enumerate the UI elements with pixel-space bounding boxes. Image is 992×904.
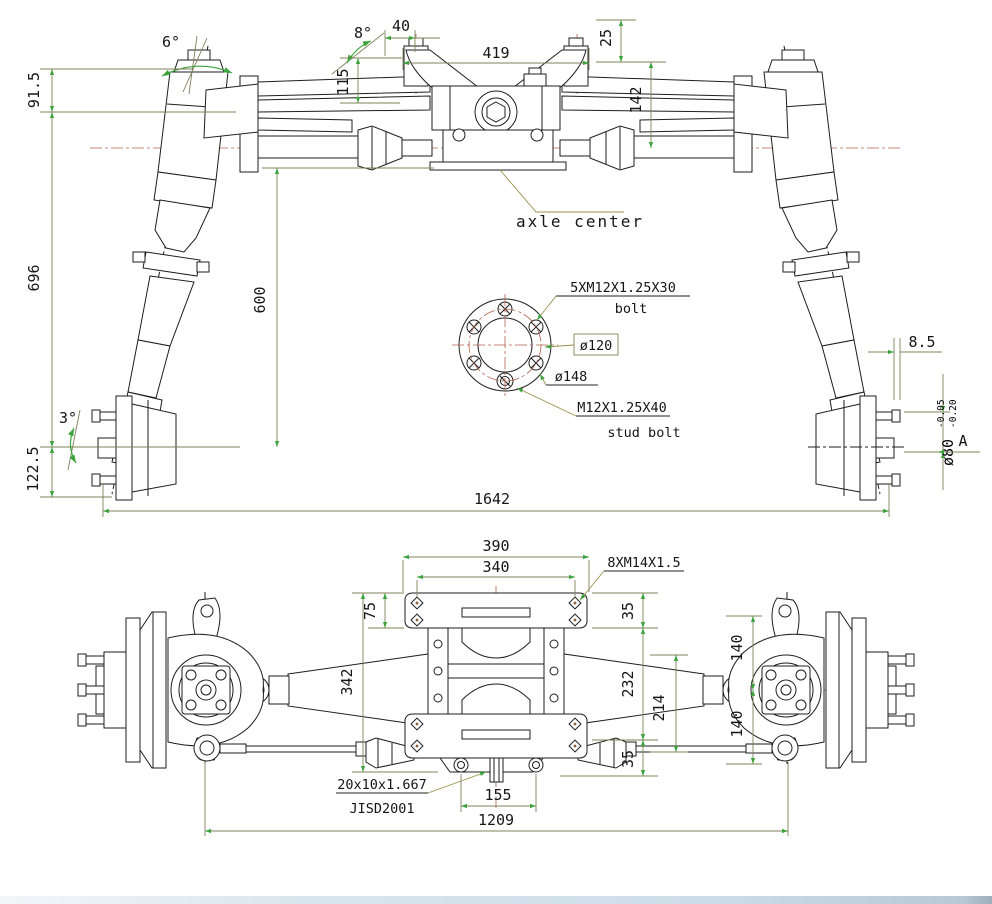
dim-696: 696 [25, 112, 55, 448]
dim-696-label: 696 [25, 264, 43, 291]
left-strut-and-hub-assembly [88, 45, 433, 501]
dim-140-upper: 140 [726, 615, 762, 690]
hub-bolt-spec-label: 5XM12X1.25X30 [570, 280, 676, 296]
section-a-label: A [958, 432, 967, 450]
dim-142: 142 [627, 62, 654, 148]
axle-center-label: axle center [516, 212, 644, 231]
dim-340-label: 340 [482, 558, 509, 576]
right-knuckle-assembly [557, 591, 915, 769]
left-knuckle-assembly [77, 592, 434, 769]
axle-center-assembly [403, 37, 589, 171]
axle-center-callout: axle center [499, 169, 644, 231]
bore-dia-label: ø80 [939, 439, 957, 466]
dim-115: 115 [334, 57, 402, 104]
hub-bolt-circle-detail: 5XM12X1.25X30 bolt ø120 ø148 M12X1.25X40… [452, 280, 690, 441]
bore-tol-upper-label: -0.05 [936, 399, 947, 428]
dim-232: 232 [592, 628, 658, 741]
spline-spec-label: 20x10x1.667 [337, 777, 426, 793]
dim-bore: ø80 -0.05 -0.20 [904, 374, 980, 490]
bottom-view: 390 340 8XM14X1.5 75 35 232 35 [77, 537, 915, 836]
dim-8-5: 8.5 [868, 333, 942, 400]
dim-1209: 1209 [204, 762, 789, 836]
dim-caster-angle: 8° [331, 24, 385, 75]
dim-35-top: 35 [592, 592, 658, 629]
dim-419: 419 [402, 44, 590, 70]
bore-tol-lower-label: -0.20 [948, 399, 959, 428]
dim-toe-angle: 3° [59, 409, 81, 471]
dim-600: 600 [251, 167, 434, 448]
dim-40-label: 40 [392, 17, 410, 35]
toe-angle-label: 3° [59, 409, 77, 427]
dim-1642: 1642 [102, 483, 890, 517]
dim-140-upper-label: 140 [728, 634, 746, 661]
section-a-marker: A [938, 432, 980, 455]
camber-angle-label: 6° [162, 33, 180, 51]
hub-bolt-circle-dia-label: ø120 [580, 338, 613, 354]
dim-91-5-label: 91.5 [25, 72, 43, 108]
dim-342-label: 342 [338, 668, 356, 695]
dim-342: 342 [338, 593, 438, 773]
dim-155: 155 [460, 774, 537, 812]
spline-callout: 20x10x1.667 JISD2001 [336, 771, 487, 817]
dim-340: 340 [416, 558, 576, 597]
hub-stud-spec-label: M12X1.25X40 [577, 400, 666, 416]
dim-1209-label: 1209 [478, 811, 514, 829]
dim-600-label: 600 [251, 286, 269, 313]
hub-stud-word-label: stud bolt [607, 425, 680, 441]
dim-1642-label: 1642 [474, 490, 510, 508]
dim-122-5-label: 122.5 [24, 446, 42, 491]
center-gearbox-assembly [404, 592, 588, 783]
dim-140-lower-label: 140 [728, 710, 746, 737]
dim-25: 25 [596, 19, 666, 63]
top-view: 6° 91.5 696 122.5 3° 1642 600 [24, 17, 980, 517]
dim-419-label: 419 [482, 44, 509, 62]
dim-140-lower: 140 [726, 690, 762, 765]
dim-35-top-label: 35 [619, 602, 637, 620]
dim-115-label: 115 [334, 68, 352, 95]
dim-155-label: 155 [484, 786, 511, 804]
dim-35-bottom-label: 35 [619, 750, 637, 768]
dim-390: 390 [402, 537, 590, 592]
dim-214: 214 [650, 654, 688, 753]
dim-390-label: 390 [482, 537, 509, 555]
bracket-bolt-spec-label: 8XM14X1.5 [607, 555, 680, 571]
dim-142-label: 142 [627, 86, 645, 113]
bracket-bolt-callout: 8XM14X1.5 [579, 555, 684, 601]
hub-bolt-word-label: bolt [615, 301, 648, 317]
dim-214-label: 214 [650, 694, 668, 721]
dim-91-5: 91.5 [25, 68, 236, 113]
window-edge-strip [0, 896, 992, 904]
hub-flange-dia-label: ø148 [555, 369, 588, 385]
dim-75-label: 75 [361, 602, 379, 620]
spline-standard-label: JISD2001 [349, 801, 414, 817]
dim-camber-angle: 6° [161, 33, 233, 95]
dim-8-5-label: 8.5 [908, 333, 935, 351]
caster-angle-label: 8° [354, 24, 372, 42]
dim-25-label: 25 [597, 29, 615, 47]
dim-75: 75 [352, 592, 404, 629]
dim-232-label: 232 [619, 670, 637, 697]
dim-40: 40 [384, 17, 440, 56]
dim-35-bottom: 35 [560, 740, 658, 777]
